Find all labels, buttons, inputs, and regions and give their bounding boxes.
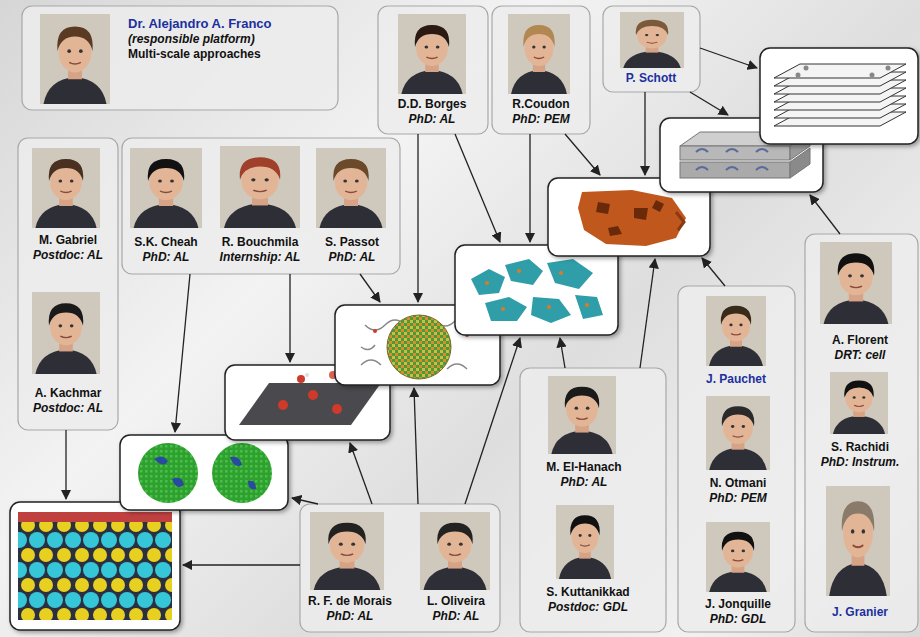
person-name: P. Schott	[606, 71, 696, 86]
leader-name: Dr. Alejandro A. Franco	[128, 16, 328, 32]
person-label: N. OtmaniPhD: PEM	[693, 476, 783, 506]
person-role: PhD: PEM	[496, 112, 586, 127]
person-name: S. Passot	[310, 235, 394, 250]
person-label: A. KachmarPostdoc: AL	[21, 386, 115, 416]
person-name: A. Kachmar	[21, 386, 115, 401]
person-role: PhD: AL	[124, 250, 208, 265]
person-label: M. El-HanachPhD: AL	[536, 460, 632, 490]
person-role: PhD: AL	[414, 609, 498, 624]
person-role: PhD: AL	[382, 112, 482, 127]
person-name: M. El-Hanach	[536, 460, 632, 475]
person-role: PhD: AL	[302, 609, 398, 624]
person-role: DRT: cell	[812, 348, 908, 363]
person-label: R.CoudonPhD: PEM	[496, 97, 586, 127]
person-name: J. Granier	[812, 605, 908, 620]
person-label: J. Granier	[812, 605, 908, 620]
person-label: J. JonquillePhD: GDL	[693, 597, 783, 627]
leader-topic: Multi-scale approaches	[128, 47, 328, 62]
person-name: R.Coudon	[496, 97, 586, 112]
person-role: PhD: GDL	[693, 612, 783, 627]
person-label: R. F. de MoraisPhD: AL	[302, 594, 398, 624]
person-label: S.K. CheahPhD: AL	[124, 235, 208, 265]
person-role: PhD: AL	[310, 250, 394, 265]
leader-role: (responsible platform)	[128, 32, 328, 47]
person-role: Postdoc: GDL	[538, 600, 638, 615]
person-name: R. F. de Morais	[302, 594, 398, 609]
person-label: M. GabrielPostdoc: AL	[21, 233, 115, 263]
person-name: L. Oliveira	[414, 594, 498, 609]
person-name: S. Rachidi	[810, 440, 910, 455]
person-label: P. Schott	[606, 71, 696, 86]
person-name: J. Pauchet	[691, 372, 781, 387]
person-name: R. Bouchmila	[213, 235, 307, 250]
person-role: PhD: Instrum.	[810, 455, 910, 470]
person-name: J. Jonquille	[693, 597, 783, 612]
person-name: S. Kuttanikkad	[538, 585, 638, 600]
person-label: Dr. Alejandro A. Franco(responsible plat…	[128, 16, 328, 62]
simulation-picture	[10, 48, 918, 630]
person-label: D.D. BorgesPhD: AL	[382, 97, 482, 127]
person-label: S. KuttanikkadPostdoc: GDL	[538, 585, 638, 615]
person-name: D.D. Borges	[382, 97, 482, 112]
person-label: R. BouchmilaInternship: AL	[213, 235, 307, 265]
person-role: Postdoc: AL	[21, 401, 115, 416]
person-name: S.K. Cheah	[124, 235, 208, 250]
person-label: S. RachidiPhD: Instrum.	[810, 440, 910, 470]
group-panel	[18, 6, 918, 632]
arrow	[66, 48, 840, 565]
person-name: M. Gabriel	[21, 233, 115, 248]
person-label: L. OliveiraPhD: AL	[414, 594, 498, 624]
person-role: PhD: PEM	[693, 491, 783, 506]
person-name: N. Otmani	[693, 476, 783, 491]
person-role: PhD: AL	[536, 475, 632, 490]
person-role: Postdoc: AL	[21, 248, 115, 263]
person-label: A. FlorentDRT: cell	[812, 333, 908, 363]
person-label: J. Pauchet	[691, 372, 781, 387]
person-role: Internship: AL	[213, 250, 307, 265]
person-label: S. PassotPhD: AL	[310, 235, 394, 265]
person-name: A. Florent	[812, 333, 908, 348]
